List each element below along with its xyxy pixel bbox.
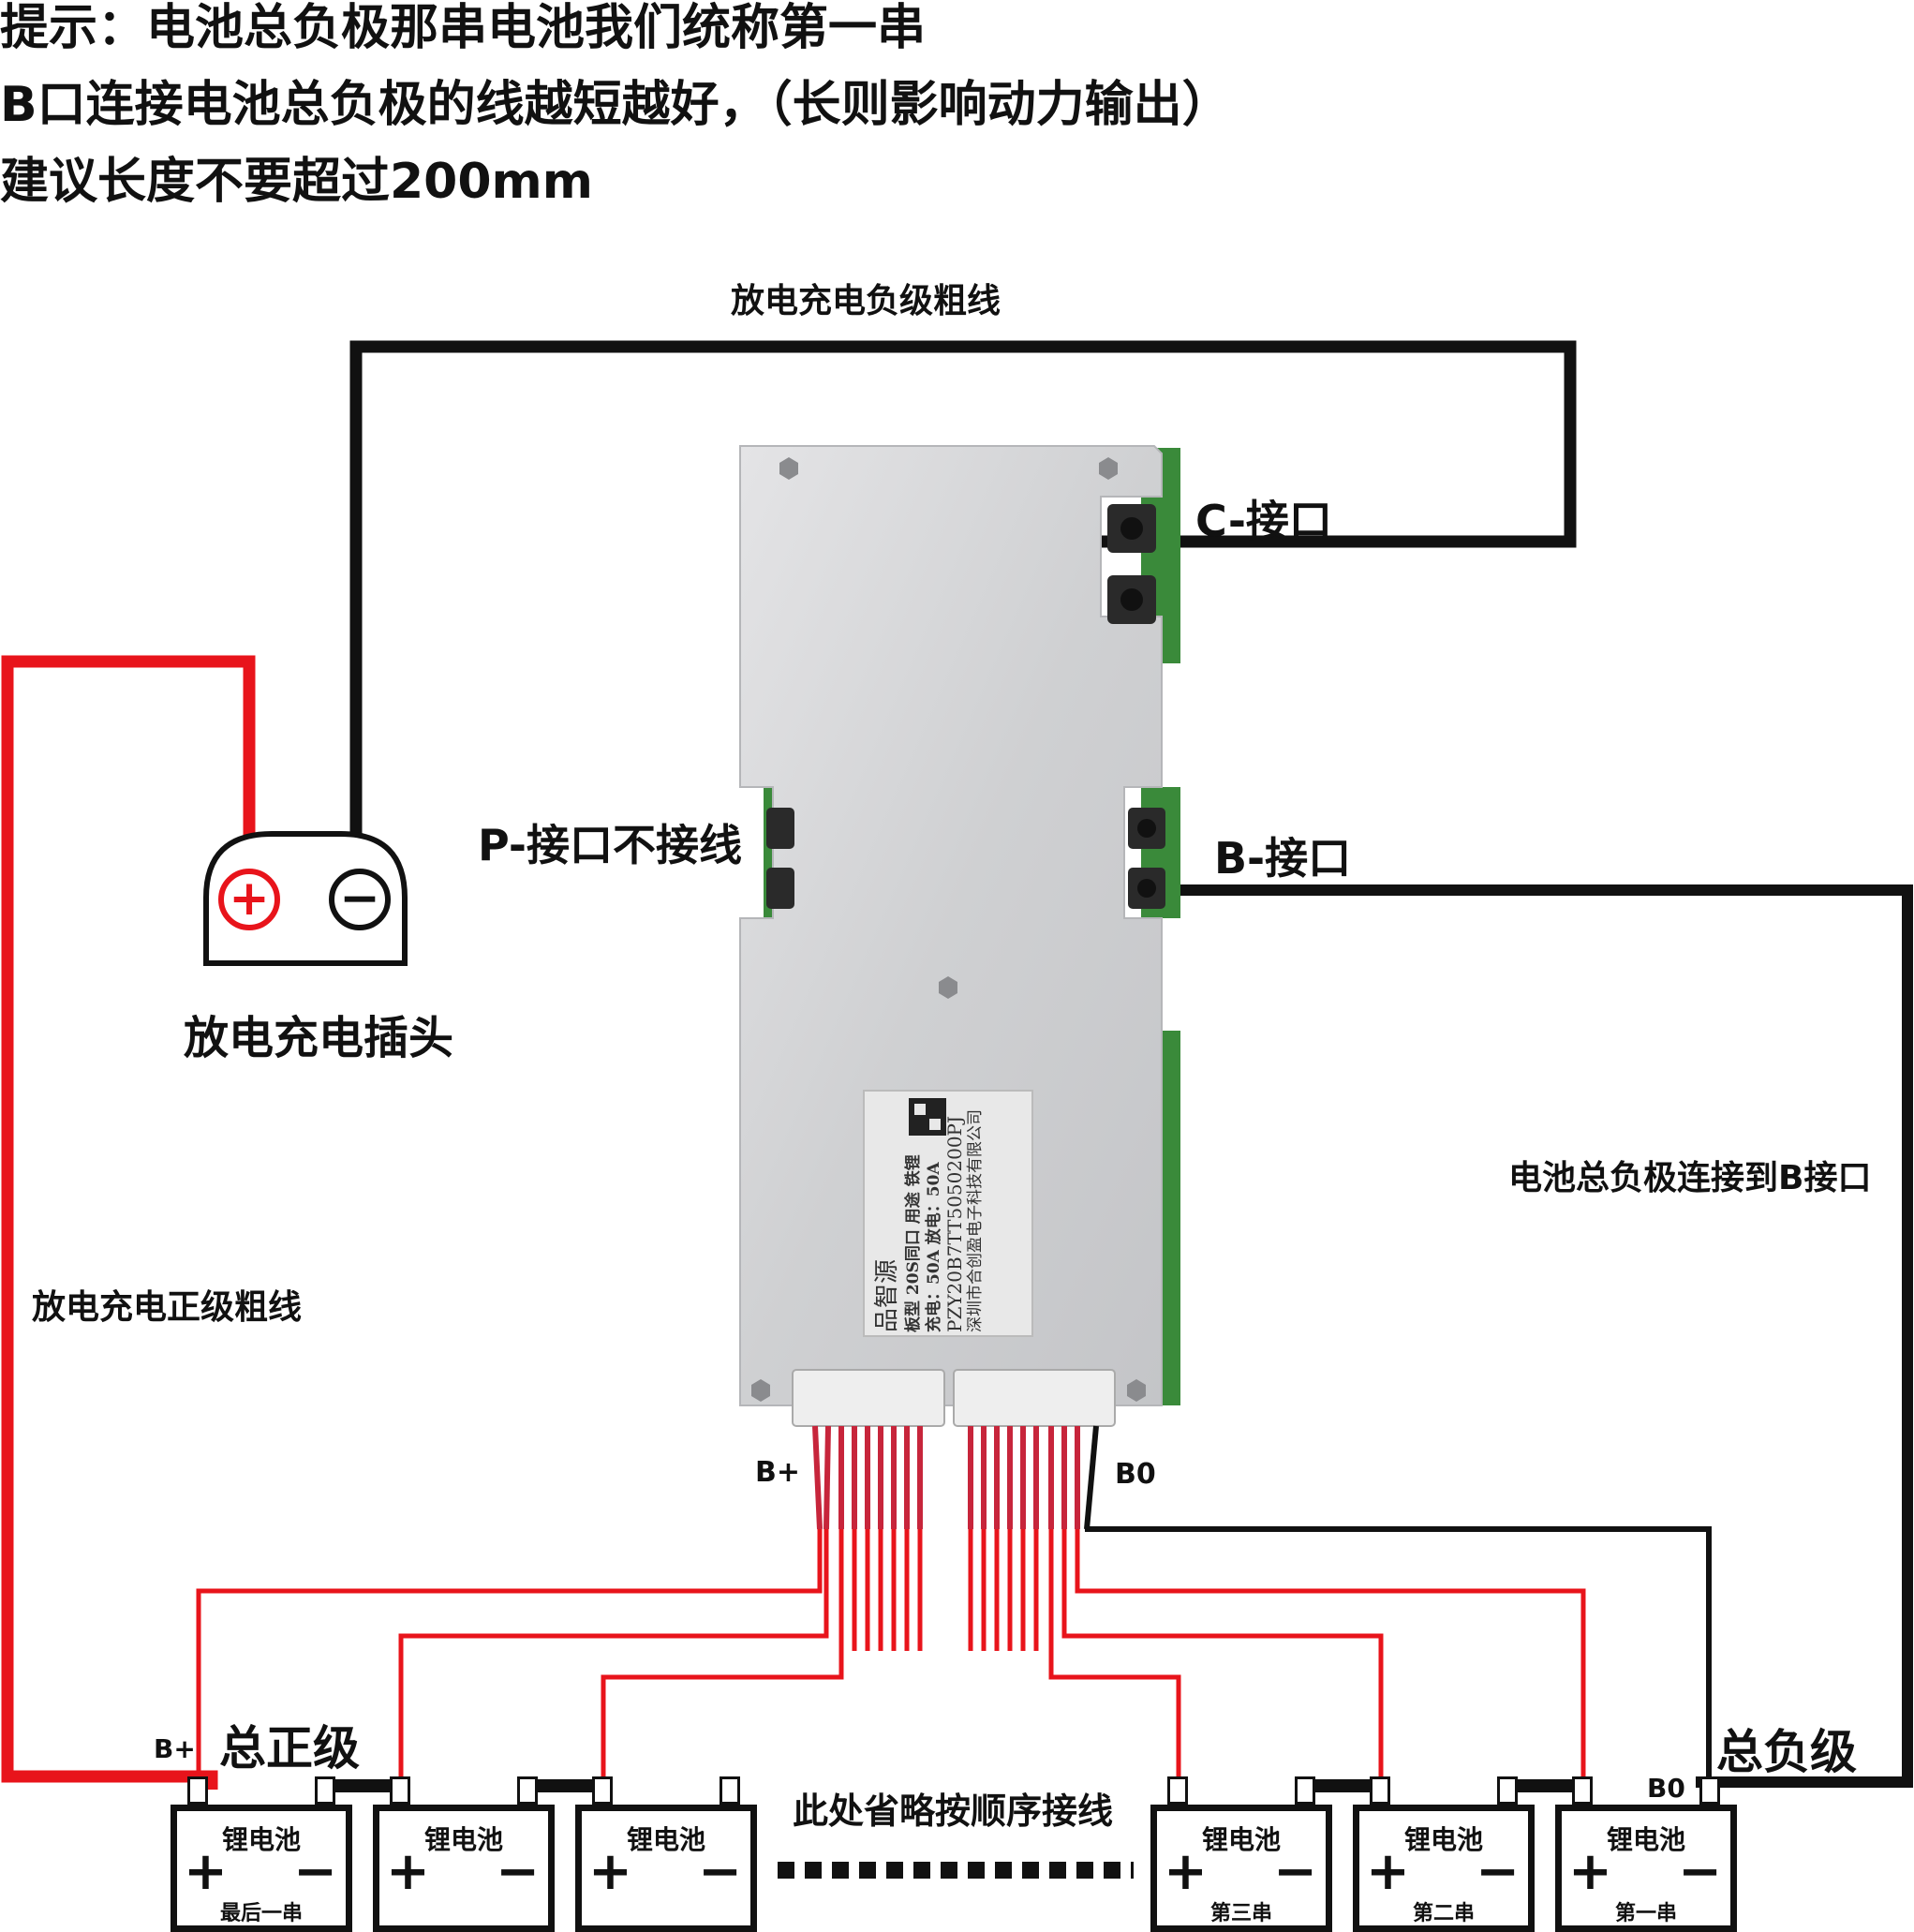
battery-sub-label: 第一串 — [1614, 1902, 1677, 1925]
screw-icon — [1099, 457, 1118, 480]
battery-plus-symbol: + — [588, 1841, 632, 1902]
sense-wires-right — [968, 1529, 1586, 1780]
bms-board — [739, 445, 1180, 1427]
board-brand: 品智源 — [873, 1258, 901, 1332]
b-port-wire — [1149, 884, 1913, 1788]
b0-right-label: B0 — [1647, 1773, 1685, 1804]
board-model: 板型 20S同口 用途 铁锂 — [904, 1154, 923, 1332]
battery-cell: 锂电池 + − — [575, 1776, 757, 1932]
sense-wires-left — [196, 1529, 923, 1780]
hint-line-3: 建议长度不要超过200mm — [0, 154, 593, 210]
battery-title: 锂电池 — [423, 1824, 503, 1855]
battery-terminal-pos — [592, 1776, 613, 1805]
screw-icon — [939, 976, 957, 999]
omitted-label: 此处省略按顺序接线 — [793, 1791, 1114, 1832]
battery-title: 锂电池 — [221, 1824, 301, 1855]
wire-harness — [812, 1425, 1099, 1530]
battery-sub-label: 最后一串 — [219, 1902, 303, 1925]
p-port-label: P-接口不接线 — [478, 820, 742, 870]
battery-sub-label: 第二串 — [1412, 1902, 1475, 1925]
plug-positive-icon — [218, 869, 280, 930]
hint-line-2: B口连接电池总负极的线越短越好，（长则影响动力输出） — [0, 77, 1231, 133]
battery-terminal-neg — [517, 1776, 538, 1805]
battery-terminal-pos — [390, 1776, 410, 1805]
battery-cell: 锂电池 + − 第一串 — [1555, 1776, 1737, 1932]
battery-terminal-pos — [1572, 1776, 1593, 1805]
battery-title: 锂电池 — [1403, 1824, 1483, 1855]
battery-terminal-neg — [720, 1776, 740, 1805]
screw-icon — [779, 457, 798, 480]
battery-terminal-neg — [1699, 1776, 1720, 1805]
battery-title: 锂电池 — [1606, 1824, 1685, 1855]
battery-terminal-pos — [1167, 1776, 1188, 1805]
b-port-label: B-接口 — [1214, 833, 1352, 884]
battery-minus-symbol: − — [1273, 1841, 1317, 1902]
b-conn-note: 电池总负极连接到B接口 — [1508, 1159, 1872, 1197]
battery-minus-symbol: − — [496, 1841, 540, 1902]
charge-plug — [203, 831, 408, 966]
board-label: 品智源 板型 20S同口 用途 铁锂 充电：50A 放电：50A PZY20B7… — [871, 1107, 1021, 1332]
battery-terminal-pos — [1370, 1776, 1390, 1805]
battery-plus-symbol: + — [184, 1841, 228, 1902]
battery-plus-symbol: + — [1366, 1841, 1410, 1902]
total-positive-label: 总正级 — [219, 1721, 360, 1776]
battery-plus-symbol: + — [386, 1841, 430, 1902]
c-port-label: C-接口 — [1195, 496, 1332, 546]
screw-icon — [1127, 1379, 1146, 1402]
plug-positive-symbol: + — [229, 870, 270, 927]
b-plus-left-label: B+ — [154, 1733, 196, 1764]
b0-board-label: B0 — [1115, 1458, 1156, 1491]
battery-minus-symbol: − — [1678, 1841, 1722, 1902]
battery-title: 锂电池 — [626, 1824, 705, 1855]
battery-sub-label: 第三串 — [1209, 1902, 1272, 1925]
plug-negative-symbol: − — [339, 870, 380, 927]
neg-wire-label: 放电充电负级粗线 — [731, 282, 1002, 320]
battery-terminal-neg — [1295, 1776, 1315, 1805]
battery-title: 锂电池 — [1201, 1824, 1281, 1855]
board-rating: 充电：50A 放电：50A — [925, 1162, 943, 1332]
battery-minus-symbol: − — [293, 1841, 337, 1902]
total-negative-label: 总负级 — [1716, 1725, 1857, 1779]
battery-cell: 锂电池 + − 最后一串 — [171, 1776, 352, 1932]
b0-wire — [1085, 1526, 1712, 1782]
screw-icon — [751, 1379, 770, 1402]
battery-plus-symbol: + — [1164, 1841, 1208, 1902]
battery-plus-symbol: + — [1568, 1841, 1612, 1902]
plug-negative-icon — [329, 869, 391, 930]
pos-main-wire — [1, 655, 256, 1790]
battery-terminal-pos — [187, 1776, 208, 1805]
board-serial: PZY20B7TT5050200PJ — [943, 1115, 966, 1332]
hint-line-1: 提示：电池总负极那串电池我们统称第一串 — [0, 0, 927, 56]
battery-cell: 锂电池 + − — [373, 1776, 555, 1932]
battery-cell: 锂电池 + − 第三串 — [1150, 1776, 1332, 1932]
pos-wire-label: 放电充电正级粗线 — [32, 1288, 303, 1327]
battery-minus-symbol: − — [698, 1841, 742, 1902]
battery-minus-symbol: − — [1476, 1841, 1520, 1902]
neg-main-wire — [349, 340, 1577, 834]
battery-cell: 锂电池 + − 第二串 — [1353, 1776, 1535, 1932]
battery-terminal-neg — [1497, 1776, 1518, 1805]
board-maker: 深圳市合创盈电子科技有限公司 — [966, 1109, 985, 1332]
battery-terminal-neg — [315, 1776, 335, 1805]
b-plus-board-label: B+ — [755, 1456, 801, 1489]
plug-label: 放电充电插头 — [184, 1012, 454, 1064]
